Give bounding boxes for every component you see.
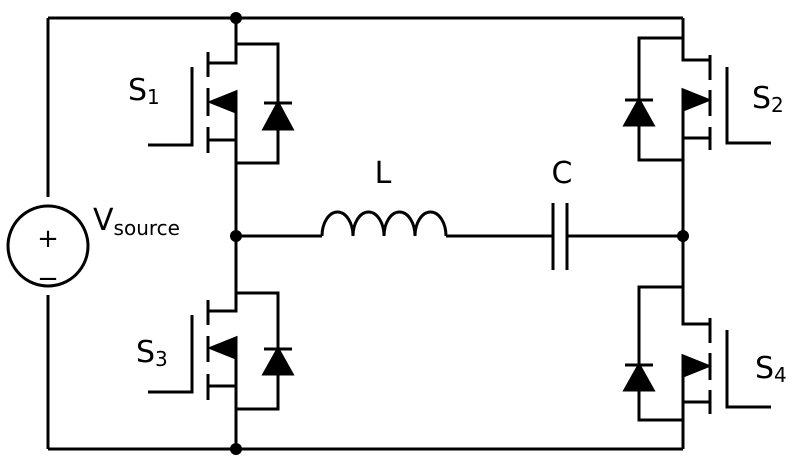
drain-source-loop bbox=[637, 285, 710, 422]
switch-s3: S3 bbox=[136, 291, 295, 411]
switch-label-index: 1 bbox=[147, 85, 160, 109]
junction-dot bbox=[230, 443, 242, 455]
gate-terminal bbox=[148, 315, 194, 394]
source-label-symbol: V bbox=[93, 203, 114, 238]
diode-d4-icon bbox=[622, 361, 656, 392]
main-wiring bbox=[46, 16, 685, 451]
switch-label-s2: S2 bbox=[752, 81, 784, 117]
voltage-source: + − Vsource bbox=[6, 203, 180, 294]
body-arrow bbox=[681, 87, 713, 113]
diode-triangle bbox=[622, 96, 656, 127]
voltage-source-circle-icon bbox=[6, 204, 90, 288]
gate-terminal bbox=[725, 330, 771, 409]
switch-label-letter: S bbox=[752, 81, 771, 116]
junction-dot bbox=[230, 230, 242, 242]
source-label-subscript: source bbox=[114, 216, 180, 240]
body-arrow bbox=[206, 335, 238, 361]
diode-triangle bbox=[622, 361, 656, 392]
inductor: L bbox=[320, 156, 448, 237]
gate-terminal bbox=[725, 67, 771, 145]
junction-dot bbox=[230, 12, 242, 24]
capacitor-label: C bbox=[552, 156, 573, 191]
source-label: Vsource bbox=[93, 203, 180, 240]
switch-label-index: 3 bbox=[155, 347, 168, 371]
switch-label-s1: S1 bbox=[128, 73, 160, 109]
capacitor: C bbox=[551, 156, 573, 270]
switch-label-index: 2 bbox=[771, 93, 784, 117]
source-plus-sign: + bbox=[37, 224, 59, 254]
mosfet-s4-icon bbox=[637, 285, 771, 422]
diode-triangle bbox=[261, 99, 295, 131]
junction-dots bbox=[230, 12, 689, 455]
switch-s4: S4 bbox=[622, 285, 787, 422]
switch-s1: S1 bbox=[128, 42, 295, 165]
junction-dot bbox=[677, 230, 689, 242]
body-arrow bbox=[206, 89, 238, 115]
gate-terminal bbox=[148, 67, 194, 147]
diode-d1-icon bbox=[261, 99, 295, 131]
inductor-coil-icon bbox=[320, 210, 448, 237]
switch-label-letter: S bbox=[128, 73, 147, 108]
mosfet-s1-icon bbox=[148, 42, 280, 165]
diode-d3-icon bbox=[261, 345, 295, 376]
diode-triangle bbox=[261, 345, 295, 376]
source-minus-sign: − bbox=[37, 264, 59, 294]
switch-label-index: 4 bbox=[774, 363, 787, 387]
switch-label-s4: S4 bbox=[755, 351, 787, 387]
inductor-label: L bbox=[375, 156, 392, 191]
switch-label-letter: S bbox=[755, 351, 774, 386]
switch-s2: S2 bbox=[622, 36, 784, 162]
diode-d2-icon bbox=[622, 96, 656, 127]
body-arrow bbox=[681, 353, 713, 379]
switch-label-s3: S3 bbox=[136, 335, 168, 371]
switch-label-letter: S bbox=[136, 335, 155, 370]
